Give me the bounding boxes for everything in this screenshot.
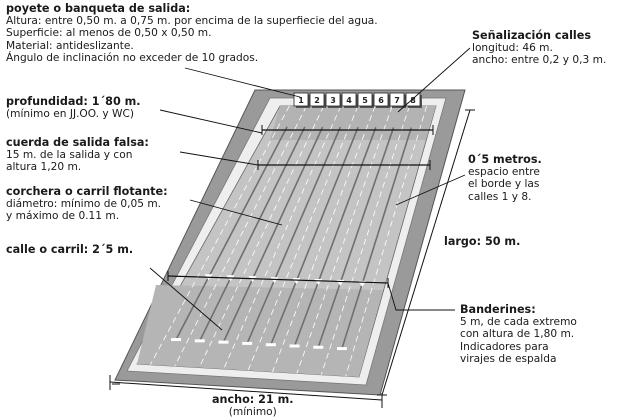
- starting-block-7: 7: [389, 92, 406, 108]
- ancho-title: ancho: 21 m.: [212, 393, 294, 406]
- profundidad-line-1: (mínimo en JJ.OO. y WC): [6, 108, 135, 121]
- corchera-line-2: y máximo de 0.11 m.: [6, 210, 120, 223]
- width-dimension-line: [109, 381, 383, 401]
- leader-poyete: [184, 67, 301, 98]
- lane-marking-1: [175, 126, 288, 340]
- lane-marking-2: [199, 126, 306, 342]
- banderines-title: Banderines:: [460, 303, 536, 316]
- espacio-line-1: espacio entre: [468, 166, 540, 179]
- lane-rope-3: [223, 105, 342, 370]
- espacio-annotation: 0´5 metros. espacio entre el borde y las…: [468, 153, 542, 203]
- backstroke-flag-4: [270, 277, 279, 284]
- poyete-title: poyete o banqueta de salida:: [6, 2, 191, 15]
- length-dimension-line: [381, 109, 471, 396]
- starting-blocks: 1 2 3 4 5 6 7 8: [293, 92, 422, 108]
- lane-t-mark-5: [265, 343, 276, 347]
- starting-block-4: 4: [341, 92, 358, 108]
- largo-annotation: largo: 50 m.: [444, 235, 521, 248]
- lane-t-mark-3: [218, 340, 229, 344]
- banderines-line-4: virajes de espalda: [460, 352, 557, 365]
- water-end-band-top: [270, 106, 436, 140]
- leader-calle: [149, 267, 223, 331]
- espacio-title: 0´5 metros.: [468, 153, 542, 166]
- lane-rope-1: [174, 105, 307, 367]
- poyete-line-4: Ángulo de inclinación no exceder de 10 g…: [6, 51, 259, 64]
- leader-banderines: [387, 282, 455, 311]
- lane-rope-2: [198, 105, 325, 368]
- banderines-line-3: Indicadores para: [460, 340, 549, 353]
- calle-annotation: calle o carril: 2´5 m.: [6, 243, 134, 256]
- lane-rope-4: [247, 105, 359, 371]
- senalizacion-line-2: ancho: entre 0,2 y 0,3 m.: [472, 54, 607, 67]
- leader-espacio: [395, 174, 466, 206]
- starting-block-6: 6: [373, 92, 390, 108]
- lane-lines: [175, 126, 413, 349]
- largo-title: largo: 50 m.: [444, 235, 521, 248]
- banderines-line-2: con altura de 1,80 m.: [460, 328, 575, 341]
- water-end-band-bottom: [137, 285, 383, 377]
- lane-rope-8: [345, 105, 428, 377]
- starting-block-3: 3: [325, 92, 342, 108]
- banderines-line-1: 5 m, de cada extremo: [460, 316, 577, 329]
- lane-marking-4: [246, 126, 342, 344]
- senalizacion-annotation: Señalización calles longitud: 46 m. anch…: [472, 29, 607, 67]
- lane-number-label: 2: [314, 96, 320, 105]
- lane-t-mark-6: [289, 344, 300, 348]
- profundidad-annotation: profundidad: 1´80 m. (mínimo en JJ.OO. y…: [6, 95, 141, 121]
- leader-cuerda: [179, 151, 259, 166]
- cuerda-line-2: altura 1,20 m.: [6, 161, 82, 174]
- poyete-line-2: Superficie: al menos de 0,50 x 0,50 m.: [6, 27, 212, 40]
- espacio-line-3: calles 1 y 8.: [468, 190, 532, 203]
- corchera-line-1: diámetro: mínimo de 0,05 m.: [6, 198, 162, 211]
- ancho-annotation: ancho: 21 m. (mínimo): [212, 393, 294, 419]
- lane-marking-6: [293, 127, 377, 347]
- lane-t-marks: [171, 338, 347, 351]
- lane-t-mark-8: [336, 347, 347, 351]
- ancho-line-1: (mínimo): [228, 406, 277, 419]
- senalizacion-title: Señalización calles: [472, 29, 591, 42]
- poyete-line-3: Material: antideslizante.: [6, 39, 134, 52]
- leader-profundidad: [159, 109, 263, 134]
- backstroke-flags-bottom: [167, 275, 389, 284]
- cuerda-line-1: 15 m. de la salida y con: [6, 149, 133, 162]
- lane-number-label: 4: [346, 96, 352, 105]
- starting-block-2: 2: [309, 92, 326, 108]
- cuerda-title: cuerda de salida falsa:: [6, 136, 149, 149]
- starting-block-5: 5: [357, 92, 374, 108]
- lane-rope-0: [149, 105, 290, 365]
- senalizacion-line-1: longitud: 46 m.: [472, 42, 553, 55]
- corchera-annotation: corchera o carril flotante: diámetro: mí…: [6, 185, 168, 223]
- lane-t-mark-2: [194, 339, 205, 343]
- lane-rope-5: [272, 105, 376, 373]
- lane-t-mark-1: [171, 338, 182, 342]
- lane-number-label: 3: [330, 96, 336, 105]
- lane-marking-8: [341, 127, 413, 349]
- poyete-line-1: Altura: entre 0,50 m. a 0,75 m. por enci…: [6, 15, 378, 28]
- corchera-title: corchera o carril flotante:: [6, 185, 168, 198]
- banderines-annotation: Banderines: 5 m, de cada extremo con alt…: [460, 303, 577, 365]
- cuerda-annotation: cuerda de salida falsa: 15 m. de la sali…: [6, 136, 149, 174]
- lane-rope-7: [320, 105, 410, 375]
- leader-senalizacion: [397, 47, 471, 113]
- espacio-line-2: el borde y las: [468, 178, 540, 191]
- calle-title: calle o carril: 2´5 m.: [6, 243, 134, 256]
- lane-marking-7: [317, 127, 395, 348]
- lane-number-label: 7: [394, 96, 400, 105]
- poyete-annotation: poyete o banqueta de salida: Altura: ent…: [6, 2, 378, 64]
- profundidad-title: profundidad: 1´80 m.: [6, 95, 141, 108]
- starting-block-1: 1: [293, 92, 310, 108]
- lane-number-label: 6: [378, 96, 384, 105]
- lane-rope-6: [296, 105, 393, 374]
- lane-marking-3: [222, 126, 324, 343]
- starting-block-8: 8: [405, 92, 422, 108]
- lane-ropes: [149, 105, 428, 377]
- lane-number-label: 1: [298, 96, 304, 105]
- lane-number-label: 5: [362, 96, 368, 105]
- lane-t-mark-7: [313, 345, 324, 349]
- lane-marking-5: [270, 126, 359, 345]
- lane-t-mark-4: [242, 341, 253, 345]
- leader-corchera: [189, 199, 283, 226]
- lane-number-label: 8: [410, 96, 416, 105]
